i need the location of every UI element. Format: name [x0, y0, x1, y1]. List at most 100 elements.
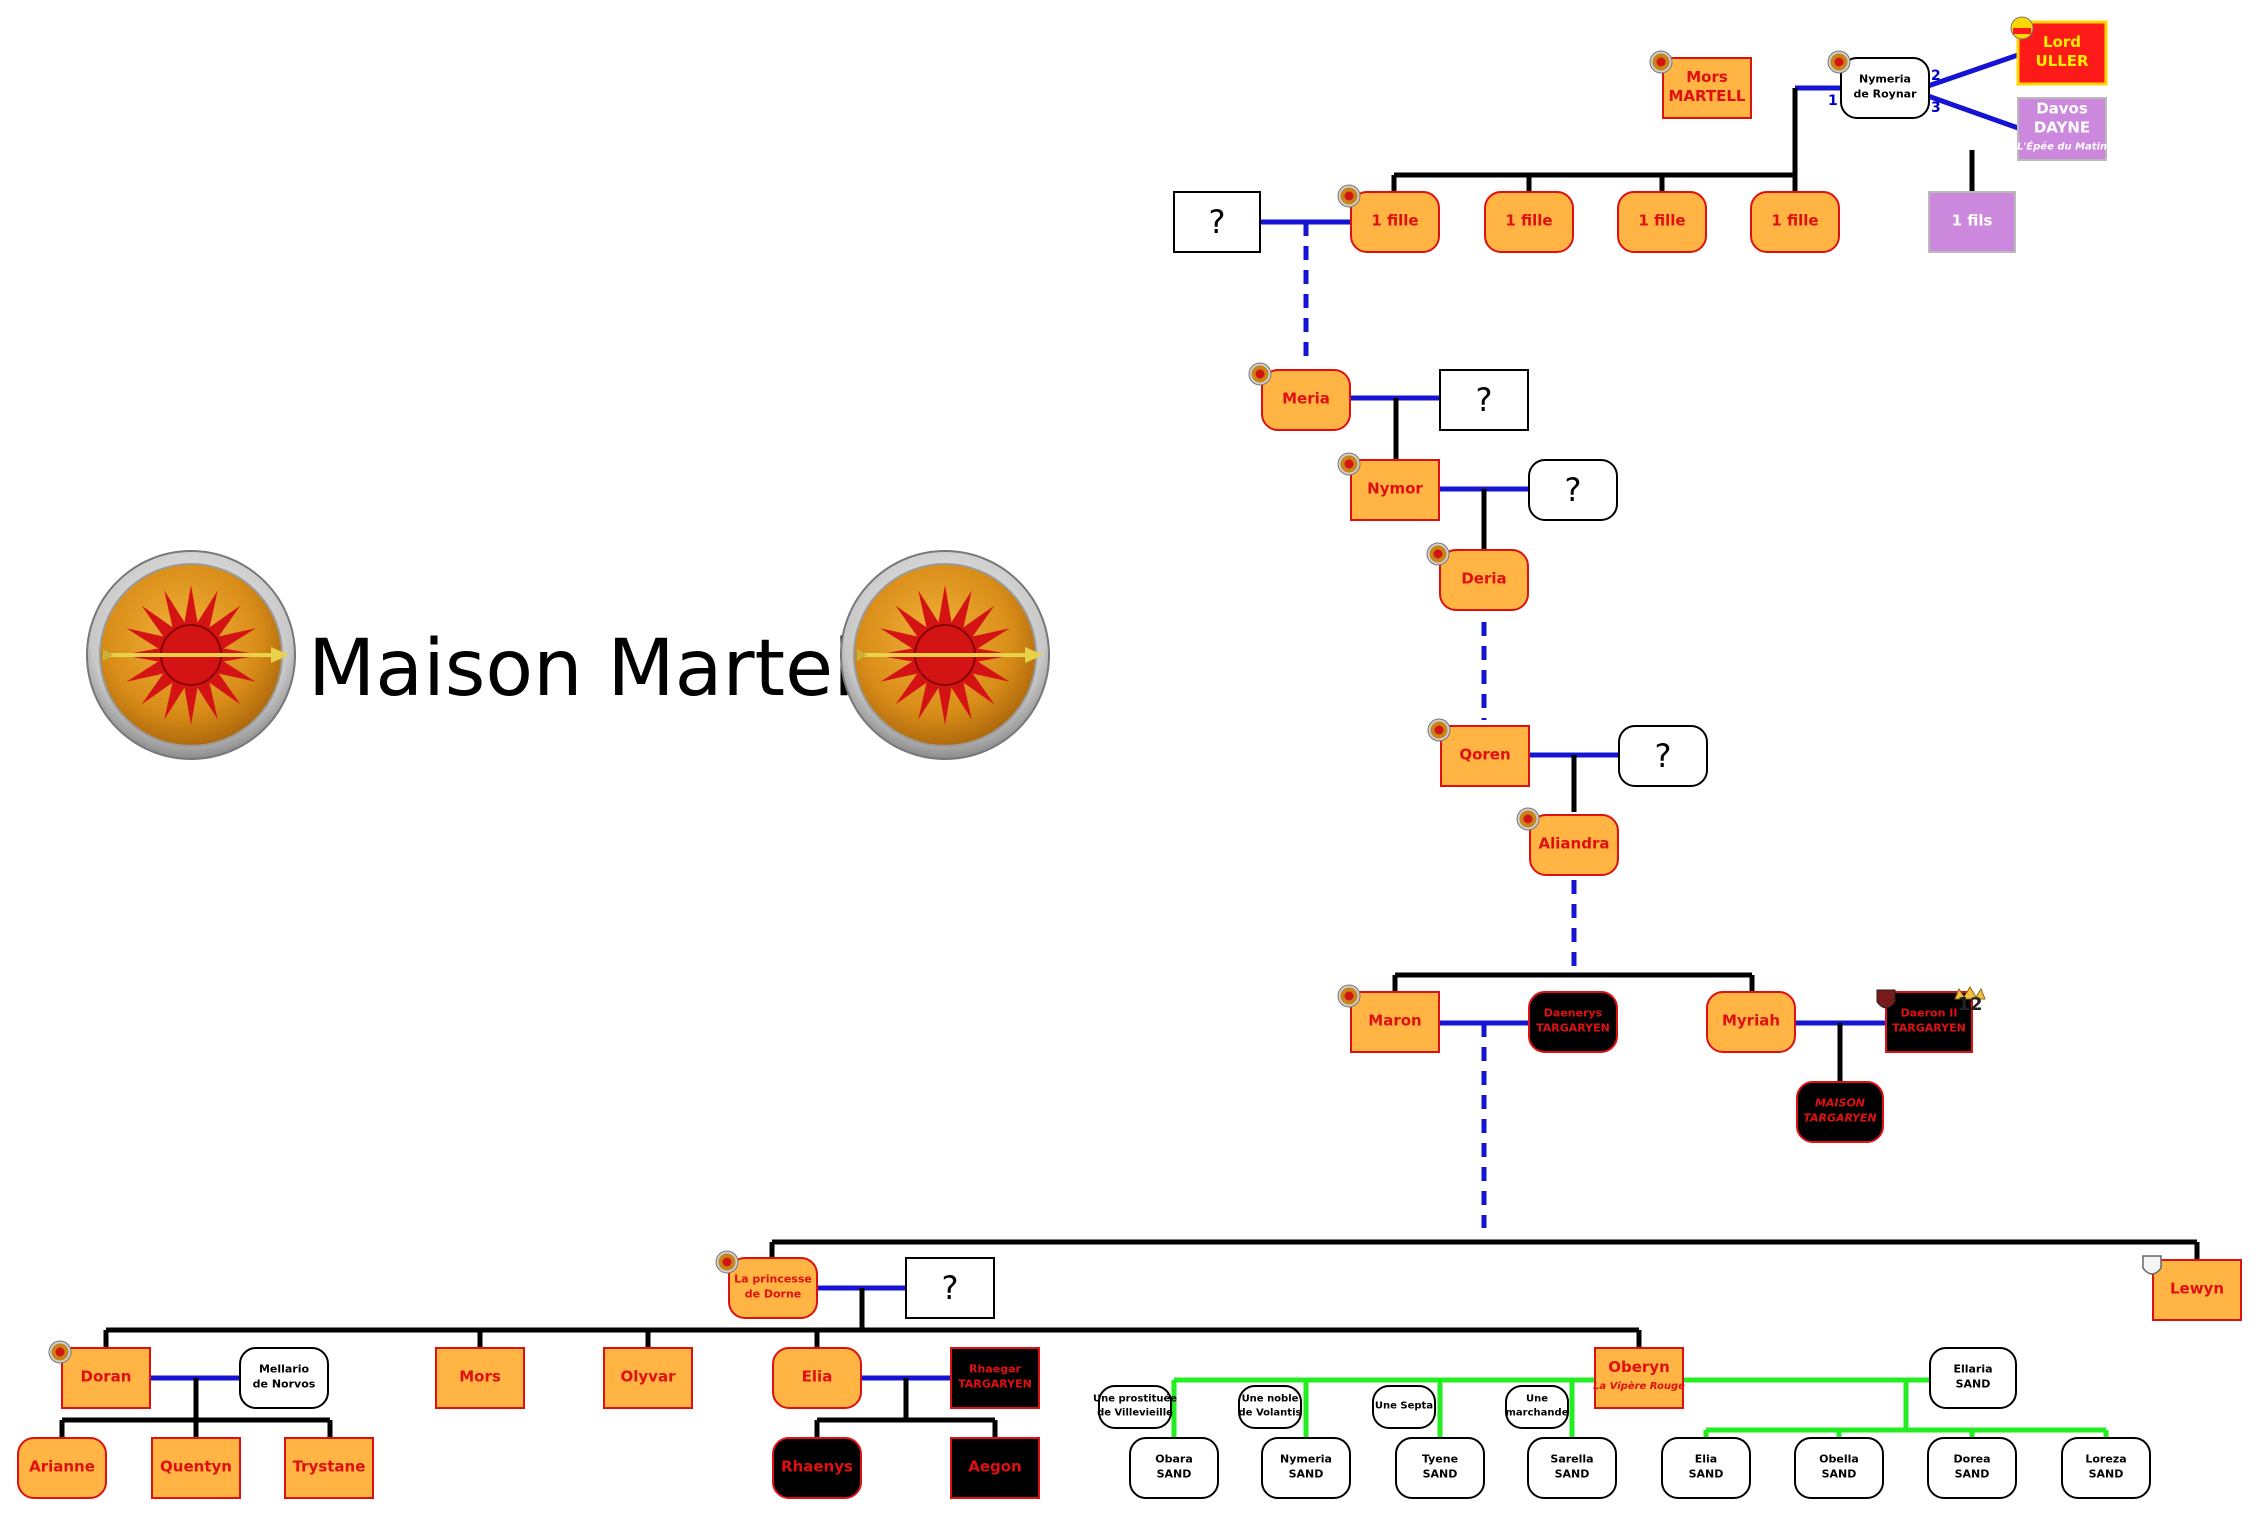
uller-shield-band: [2013, 28, 2031, 34]
person-olyvar[interactable]: Olyvar: [603, 1347, 693, 1409]
targaryen-shield-icon: [1876, 989, 1896, 1009]
person-elia-sand-box: [1661, 1437, 1751, 1499]
person-rhaenys[interactable]: Rhaenys: [772, 1437, 862, 1499]
person-1-fille-3-box: [1617, 191, 1707, 253]
person-mellario-de-norvos-box: [239, 1347, 329, 1409]
marriage-order-mark: 3: [1931, 100, 1941, 116]
martell-shield-icon: [1426, 542, 1450, 566]
page-title: Maison Martell: [308, 624, 876, 714]
person-1-fille-3[interactable]: 1 fille: [1617, 191, 1707, 253]
person-doran-box: [61, 1347, 151, 1409]
person-1-fille-3-label: 1 fille: [1638, 211, 1685, 229]
person-aliandra[interactable]: Aliandra: [1516, 807, 1619, 876]
person-obella-sand-box: [1794, 1437, 1884, 1499]
person-aegon[interactable]: Aegon: [950, 1437, 1040, 1499]
martell-shield-icon: [1337, 184, 1361, 208]
person-myriah-label: Myriah: [1722, 1011, 1780, 1029]
person-1-fils[interactable]: 1 fils: [1928, 191, 2016, 253]
person-1-fille-1[interactable]: 1 fille: [1337, 184, 1440, 253]
person-une-septa[interactable]: Une Septa: [1372, 1385, 1436, 1429]
unknown-spouse-3-label: ?: [1565, 471, 1582, 509]
person-mors[interactable]: Mors: [435, 1347, 525, 1409]
house-title-block: Maison Martell: [85, 549, 1051, 761]
person-maron-label: Maron: [1368, 1011, 1421, 1029]
unknown-spouse-1[interactable]: ?: [1173, 191, 1261, 253]
person-1-fille-1-label: 1 fille: [1371, 211, 1418, 229]
person-quentyn[interactable]: Quentyn: [151, 1437, 241, 1499]
person-myriah[interactable]: Myriah: [1706, 991, 1796, 1053]
person-doran[interactable]: Doran: [48, 1340, 151, 1409]
person-loreza-sand-box: [2061, 1437, 2151, 1499]
person-qoren-label: Qoren: [1459, 745, 1510, 763]
person-doran-label: Doran: [81, 1367, 132, 1385]
person-lord-uller-box: [2016, 20, 2108, 86]
person-1-fils-label: 1 fils: [1952, 211, 1993, 229]
person-davos-dayne-box: [2017, 97, 2107, 161]
person-maron[interactable]: Maron: [1337, 984, 1440, 1053]
unknown-spouse-1-label: ?: [1209, 203, 1226, 241]
unknown-spouse-3[interactable]: ?: [1528, 459, 1618, 521]
person-rhaegar-targaryen-box: [950, 1347, 1040, 1409]
person-qoren[interactable]: Qoren: [1427, 718, 1530, 787]
unknown-spouse-4-label: ?: [1655, 737, 1672, 775]
person-nymeria-sand-box: [1261, 1437, 1351, 1499]
person-rhaenys-box: [772, 1437, 862, 1499]
person-nymor[interactable]: Nymor: [1337, 452, 1440, 521]
marriage-line: [1927, 93, 2019, 131]
unknown-spouse-3-box: [1528, 459, 1618, 521]
person-1-fille-2[interactable]: 1 fille: [1484, 191, 1574, 253]
person-une-marchande-box: [1505, 1385, 1569, 1429]
person-oberyn-epithet: La Vipère Rouge: [1593, 1380, 1685, 1392]
person-1-fils-box: [1928, 191, 2016, 253]
unknown-spouse-4[interactable]: ?: [1618, 725, 1708, 787]
person-1-fille-4-box: [1750, 191, 1840, 253]
person-lewyn[interactable]: Lewyn: [2152, 1259, 2242, 1321]
martell-shield-icon: [1337, 452, 1361, 476]
marriage-order-mark: 2: [1931, 68, 1941, 84]
unknown-spouse-5[interactable]: ?: [905, 1257, 995, 1319]
person-arianne[interactable]: Arianne: [17, 1437, 107, 1499]
person-olyvar-label: Olyvar: [621, 1367, 677, 1385]
person-meria[interactable]: Meria: [1248, 362, 1351, 431]
person-trystane[interactable]: Trystane: [284, 1437, 374, 1499]
person-nymor-label: Nymor: [1367, 479, 1423, 497]
person-1-fille-4[interactable]: 1 fille: [1750, 191, 1840, 253]
house-targaryen-link-box: [1796, 1081, 1884, 1143]
person-elia[interactable]: Elia: [772, 1347, 862, 1409]
person-deria[interactable]: Deria: [1426, 542, 1529, 611]
unknown-spouse-2[interactable]: ?: [1439, 369, 1529, 431]
